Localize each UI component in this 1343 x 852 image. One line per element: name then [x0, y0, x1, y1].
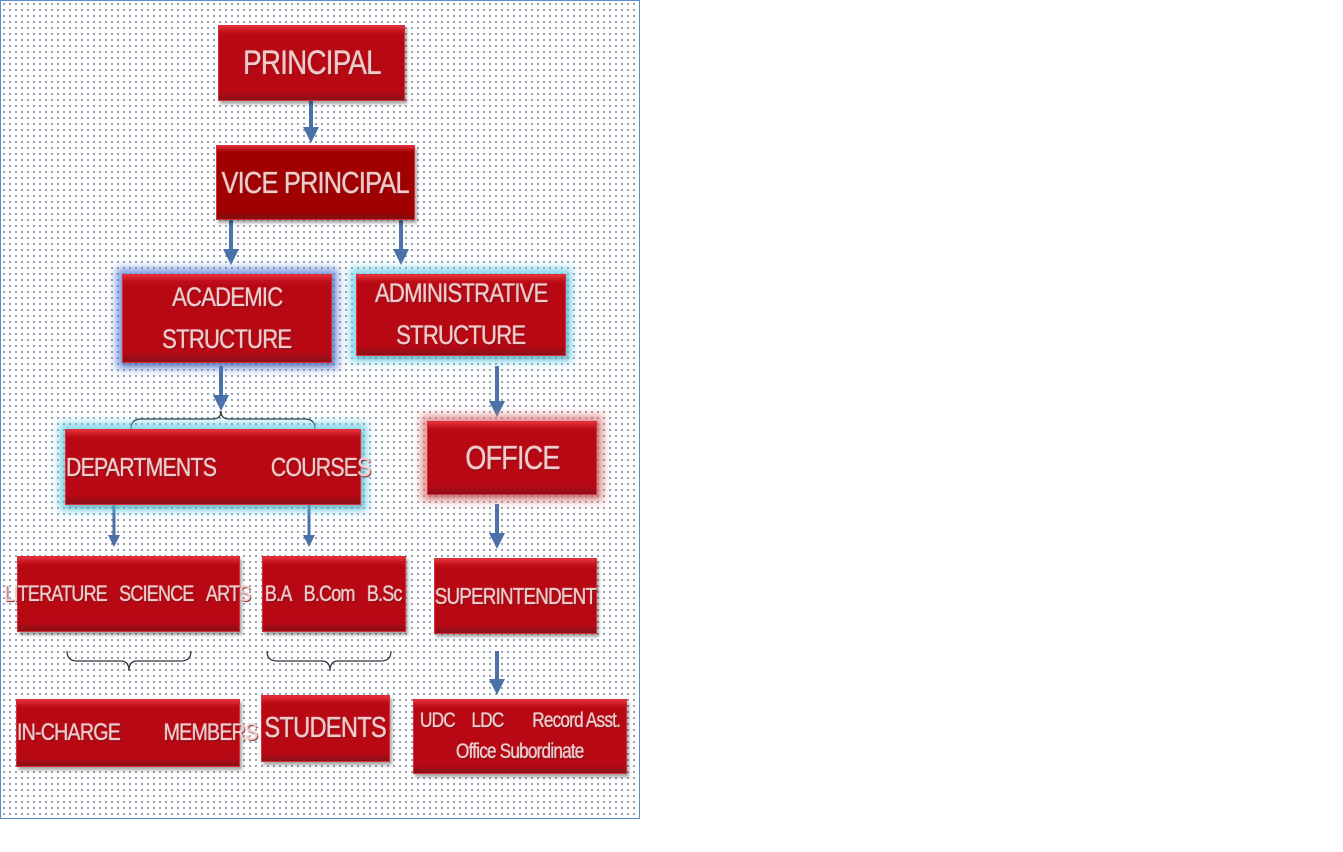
principal-box: PRINCIPAL	[218, 25, 405, 101]
vice-principal-box: VICE PRINCIPAL	[216, 145, 415, 220]
brace-lit	[66, 650, 192, 672]
administrative-label-line2: STRUCTURE	[396, 320, 526, 350]
academic-structure-box: ACADEMIC STRUCTURE	[122, 274, 332, 363]
office-box: OFFICE	[427, 421, 597, 495]
office-subordinate-label: Office Subordinate	[456, 739, 584, 763]
science-label: SCIENCE	[118, 581, 194, 606]
bcom-label: B.Com	[303, 581, 355, 606]
connectors	[66, 101, 505, 695]
literature-label: LITERATURE	[4, 581, 109, 606]
superintendent-label: SUPERINTENDENT	[434, 582, 597, 609]
ba-label: B.A	[265, 581, 292, 606]
students-box: STUDENTS	[261, 695, 390, 762]
departments-courses-box: DEPARTMENTS COURSES	[65, 429, 371, 505]
ldc-label: LDC	[471, 709, 505, 733]
students-label: STUDENTS	[264, 712, 387, 744]
bsc-label: B.Sc	[366, 581, 403, 606]
org-chart-canvas: PRINCIPAL VICE PRINCIPAL ACADEMIC STRUCT…	[0, 0, 640, 819]
members-label: MEMBERS	[163, 719, 258, 746]
in-charge-members-box: IN-CHARGE MEMBERS	[16, 699, 258, 767]
udc-label: UDC	[420, 709, 456, 733]
brace-courses	[266, 650, 392, 672]
office-label: OFFICE	[464, 439, 560, 476]
office-staff-box: UDC LDC Record Asst. Office Subordinate	[413, 699, 627, 774]
administrative-structure-box: ADMINISTRATIVE STRUCTURE	[356, 274, 566, 356]
courses-label: COURSES	[270, 451, 372, 482]
academic-label-line1: ACADEMIC	[171, 281, 283, 312]
literature-science-arts-box: LITERATURE SCIENCE ARTS	[5, 556, 252, 632]
ba-bcom-bsc-box: B.A B.Com B.Sc	[262, 556, 406, 632]
brace-departments	[130, 410, 316, 430]
superintendent-box: SUPERINTENDENT	[434, 558, 597, 634]
academic-label-line2: STRUCTURE	[162, 323, 292, 354]
arts-label: ARTS	[206, 581, 251, 606]
in-charge-label: IN-CHARGE	[17, 719, 121, 746]
vice-principal-label: VICE PRINCIPAL	[221, 164, 410, 200]
office-staff-row: UDC LDC Record Asst.	[414, 708, 626, 734]
principal-label: PRINCIPAL	[242, 43, 382, 82]
departments-label: DEPARTMENTS	[66, 451, 217, 482]
administrative-label-line1: ADMINISTRATIVE	[374, 278, 548, 309]
record-asst-label: Record Asst.	[532, 709, 621, 733]
